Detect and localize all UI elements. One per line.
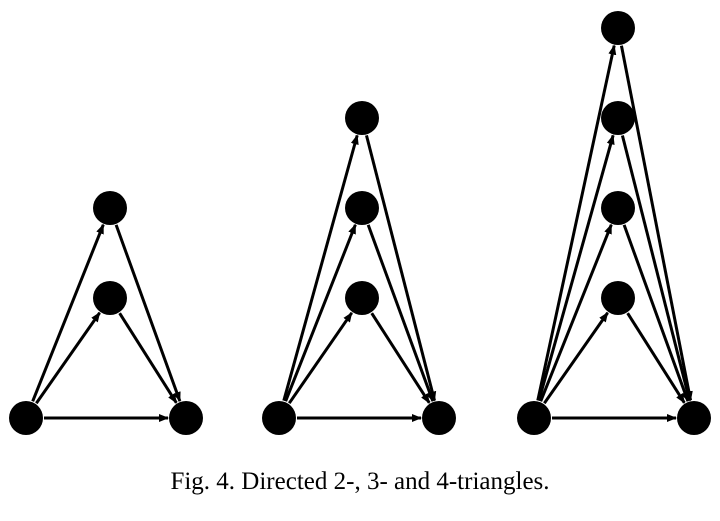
figure-caption: Fig. 4. Directed 2-, 3- and 4-triangles. [170,468,550,495]
edge-apex-3-to-sink [370,312,431,404]
edge-apex-3-to-sink [622,224,690,403]
source-node [517,401,551,435]
directed-2-triangle [9,191,203,435]
apex-node-1 [345,101,379,135]
edge-source-to-apex-1 [282,134,359,402]
edge-source-to-apex-2 [537,134,615,402]
apex-node-4 [601,281,635,315]
edge-source-to-apex-2 [284,223,357,402]
edge-source-to-apex-2 [35,311,101,405]
directed-3-triangle [262,101,456,435]
edge-apex-1-to-sink [365,135,437,402]
sink-node [677,401,711,435]
sink-node [422,401,456,435]
edge-source-to-apex-3 [539,223,613,402]
apex-node-2 [345,191,379,225]
source-node [9,401,43,435]
edge-apex-2-to-sink [620,135,692,402]
edge-source-to-apex-1 [31,223,105,402]
sink-node [169,401,203,435]
apex-node-2 [93,281,127,315]
edge-apex-2-to-sink [366,224,435,403]
edge-apex-1-to-sink [114,224,182,403]
edge-source-to-apex-1 [536,44,617,401]
apex-node-2 [601,101,635,135]
triangles-figure [9,11,711,435]
edge-source-to-apex-4 [543,311,609,405]
source-node [262,401,296,435]
edge-source-to-apex-3 [288,311,353,405]
apex-node-3 [345,281,379,315]
edge-apex-1-to-sink [619,45,693,402]
apex-node-1 [93,191,127,225]
apex-node-3 [601,191,635,225]
edge-apex-4-to-sink [626,312,686,404]
directed-4-triangle [517,11,711,435]
apex-node-1 [601,11,635,45]
edge-apex-2-to-sink [118,312,178,404]
